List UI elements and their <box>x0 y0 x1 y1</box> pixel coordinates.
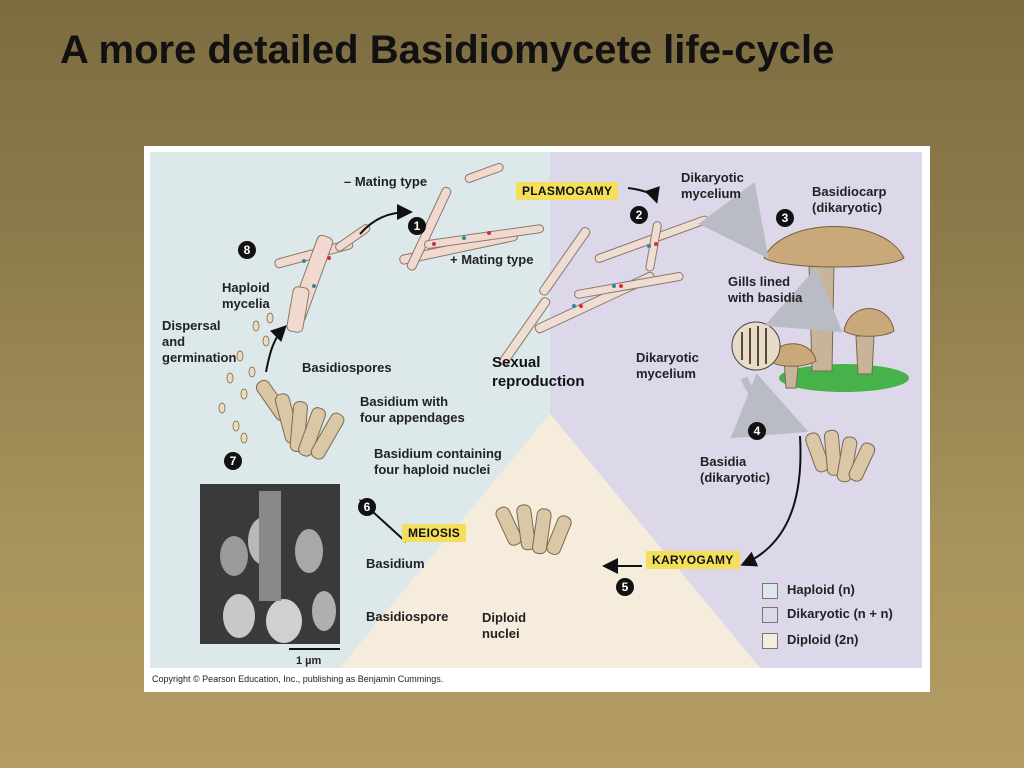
sem-micrograph <box>200 484 340 650</box>
life-cycle-figure: – Mating type + Mating type PLASMOGAMY D… <box>144 146 930 692</box>
step-7-marker: 7 <box>224 452 242 470</box>
legend-label-dikaryotic: Dikaryotic (n + n) <box>787 606 893 621</box>
basidium-label: Basidium <box>366 556 425 571</box>
step-5-marker: 5 <box>616 578 634 596</box>
scale-bar-label: 1 µm <box>296 655 322 667</box>
basidium-appendages-label: Basidium with four appendages <box>360 394 465 425</box>
basidia-dikaryotic-label: Basidia (dikaryotic) <box>700 454 771 485</box>
haploid-hyphae <box>274 162 544 333</box>
spores <box>218 312 274 444</box>
karyogamy-tag: KARYOGAMY <box>646 551 740 569</box>
dispersal-label: Dispersal and germination <box>162 318 237 365</box>
minus-mating-type-label: – Mating type <box>344 174 428 189</box>
basidiospore-label: Basidiospore <box>366 609 449 624</box>
step-4-marker: 4 <box>748 422 766 440</box>
step-2-marker: 2 <box>630 206 648 224</box>
legend-label-diploid: Diploid (2n) <box>787 632 859 647</box>
slide-title: A more detailed Basidiomycete life-cycle <box>60 28 835 72</box>
dikaryotic-mycelium-mid-label: Dikaryotic mycelium <box>636 350 699 381</box>
dikaryotic-mycelium-top-label: Dikaryotic mycelium <box>681 170 744 201</box>
nuclei-dots <box>302 231 658 308</box>
legend-swatch-dikaryotic <box>762 607 778 623</box>
step-1-marker: 1 <box>408 217 426 235</box>
gray-arrows <box>698 181 843 439</box>
haploid-mycelia-label: Haploid mycelia <box>222 280 270 311</box>
plasmogamy-tag: PLASMOGAMY <box>516 182 619 200</box>
step-8-marker: 8 <box>238 241 256 259</box>
basidium-nuclei-label: Basidium containing four haploid nuclei <box>374 446 502 477</box>
gills-lined-label: Gills lined with basidia <box>728 274 803 305</box>
step-6-marker: 6 <box>358 498 376 516</box>
legend-swatch-diploid <box>762 633 778 649</box>
copyright-notice: Copyright © Pearson Education, Inc., pub… <box>152 674 444 684</box>
step-3-marker: 3 <box>776 209 794 227</box>
plus-mating-type-label: + Mating type <box>450 252 534 267</box>
basidiospores-label: Basidiospores <box>302 360 392 375</box>
legend-label-haploid: Haploid (n) <box>787 582 855 597</box>
basidiocarp-label: Basidiocarp (dikaryotic) <box>812 184 887 215</box>
dikaryotic-hyphae <box>499 215 709 366</box>
diploid-nuclei-label: Diploid nuclei <box>482 610 527 641</box>
sexual-reproduction-label: Sexual reproduction <box>492 354 585 390</box>
basidia-clusters <box>255 379 876 556</box>
meiosis-tag: MEIOSIS <box>402 524 467 542</box>
legend-swatch-haploid <box>762 583 778 599</box>
life-cycle-artwork <box>150 152 922 668</box>
